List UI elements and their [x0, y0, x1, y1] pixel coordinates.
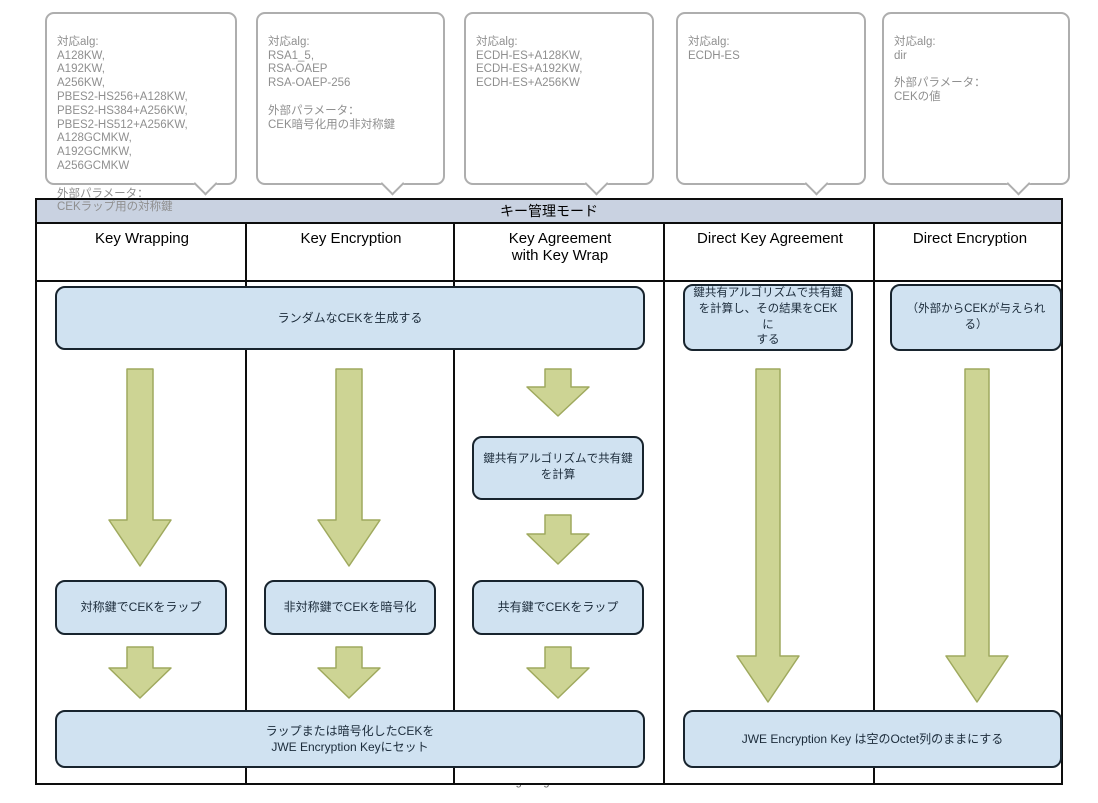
header-divider: [37, 280, 1061, 282]
box-wrap-with-shared-key: 共有鍵でCEKをラップ: [472, 580, 644, 635]
down-arrow: [526, 646, 590, 699]
callout-direct-key-agreement-text: 対応alg: ECDH-ES: [688, 35, 740, 62]
box-agree-compute-cek: 鍵共有アルゴリズムで共有鍵 を計算し、その結果をCEKに する: [683, 284, 853, 351]
down-arrow: [736, 368, 800, 703]
box-wrap-with-symmetric-key: 対称鍵でCEKをラップ: [55, 580, 227, 635]
callout-key-agreement-wrap-text: 対応alg: ECDH-ES+A128KW, ECDH-ES+A192KW, E…: [476, 35, 583, 90]
down-arrow: [526, 514, 590, 565]
box-generate-random-cek: ランダムなCEKを生成する: [55, 286, 645, 350]
callout-direct-encryption-text: 対応alg: dir 外部パラメータ： CEKの値: [894, 35, 986, 103]
callout-direct-encryption: 対応alg: dir 外部パラメータ： CEKの値: [882, 12, 1070, 196]
table-title: キー管理モード: [37, 200, 1061, 224]
callout-key-encryption-text: 対応alg: RSA1_5, RSA-OAEP RSA-OAEP-256 外部パ…: [268, 35, 396, 131]
down-arrow: [317, 368, 381, 567]
down-arrow: [108, 646, 172, 699]
column-header-direct-key-agreement: Direct Key Agreement: [697, 230, 843, 247]
callout-key-wrapping-text: 対応alg: A128KW, A192KW, A256KW, PBES2-HS2…: [57, 35, 188, 214]
box-empty-octet-string: JWE Encryption Key は空のOctet列のままにする: [683, 710, 1062, 768]
down-arrow: [108, 368, 172, 567]
box-external-cek: （外部からCEKが与えられ る）: [890, 284, 1062, 351]
box-encrypt-with-asymmetric-key: 非対称鍵でCEKを暗号化: [264, 580, 436, 635]
down-arrow: [526, 368, 590, 417]
down-arrow: [317, 646, 381, 699]
column-header-key-agreement-wrap: Key Agreement with Key Wrap: [508, 230, 612, 264]
column-header-key-wrapping: Key Wrapping: [95, 230, 189, 247]
callout-tail: [804, 171, 829, 196]
callout-key-wrapping: 対応alg: A128KW, A192KW, A256KW, PBES2-HS2…: [45, 12, 237, 213]
box-set-jwe-encryption-key: ラップまたは暗号化したCEKを JWE Encryption Keyにセット: [55, 710, 645, 768]
callout-tail: [380, 171, 405, 196]
column-divider: [873, 224, 875, 783]
box-compute-shared-key: 鍵共有アルゴリズムで共有鍵 を計算: [472, 436, 644, 500]
down-arrow: [945, 368, 1009, 703]
column-divider: [663, 224, 665, 783]
column-divider: [453, 224, 455, 783]
column-divider: [245, 224, 247, 783]
callout-key-agreement-wrap: 対応alg: ECDH-ES+A128KW, ECDH-ES+A192KW, E…: [464, 12, 654, 196]
callout-key-encryption: 対応alg: RSA1_5, RSA-OAEP RSA-OAEP-256 外部パ…: [256, 12, 445, 196]
column-header-direct-encryption: Direct Encryption: [912, 230, 1028, 247]
callout-tail: [584, 171, 609, 196]
column-header-key-encryption: Key Encryption: [300, 230, 402, 247]
callout-tail: [193, 171, 218, 196]
callout-direct-key-agreement: 対応alg: ECDH-ES: [676, 12, 866, 196]
callout-tail: [1006, 171, 1031, 196]
